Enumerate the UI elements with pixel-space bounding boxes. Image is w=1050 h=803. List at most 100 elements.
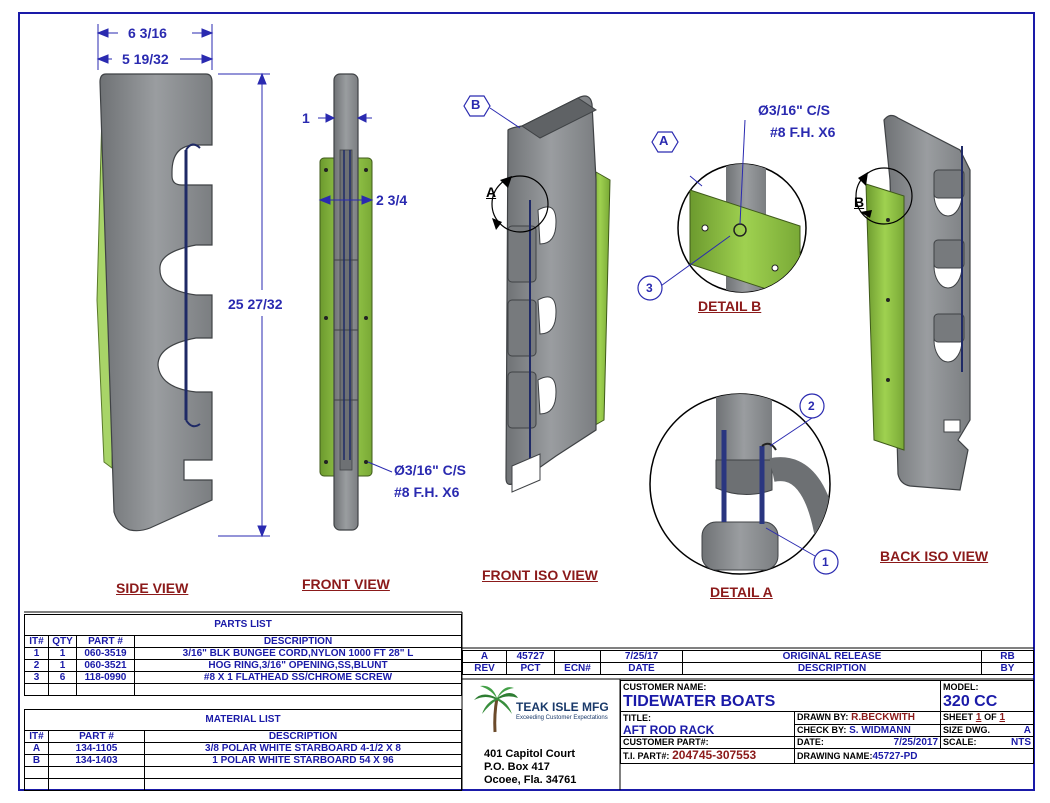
- material-cell: 134-1105: [48, 742, 145, 755]
- check-by-value: S. WIDMANN: [849, 724, 911, 736]
- date-label: DATE:: [797, 737, 824, 748]
- detail-a-label: DETAIL A: [710, 584, 773, 600]
- company-address-3: Ocoee, Fla. 34761: [484, 774, 577, 786]
- back-iso-view-label: BACK ISO VIEW: [880, 548, 989, 564]
- title-value: AFT ROD RACK: [623, 723, 715, 737]
- rev-header: ECN#: [554, 662, 601, 675]
- drawn-by-cell: DRAWN BY: R.BECKWITH: [793, 711, 942, 725]
- scale-cell: SCALE: NTS: [940, 736, 1034, 749]
- parts-cell: 3/16" BLK BUNGEE CORD,NYLON 1000 FT 28" …: [134, 647, 462, 660]
- callout-a-section-front: A: [486, 184, 497, 200]
- table-row-empty: [24, 683, 462, 696]
- parts-cell: 1: [48, 659, 77, 672]
- front-view-part: [319, 73, 373, 531]
- material-cell: A: [24, 742, 49, 755]
- dim-width-lower: 5 19/32: [122, 51, 169, 67]
- table-row-empty: [24, 766, 462, 779]
- date-cell: DATE: 7/25/2017: [793, 736, 942, 749]
- model-label: MODEL:: [943, 682, 979, 692]
- side-view-label: SIDE VIEW: [116, 580, 189, 596]
- material-cell: B: [24, 754, 49, 767]
- title-label: TITLE:: [623, 713, 651, 723]
- parts-cell: 2: [24, 659, 49, 672]
- check-by-label: CHECK BY:: [797, 724, 847, 735]
- table-row: A 134-1105 3/8 POLAR WHITE STARBOARD 4-1…: [24, 742, 462, 755]
- rev-cell: ORIGINAL RELEASE: [682, 650, 982, 663]
- callout-3-balloon: [637, 275, 663, 301]
- front-view-label: FRONT VIEW: [302, 576, 390, 592]
- company-tagline: Exceeding Customer Expectations: [516, 715, 608, 721]
- drawing-name-value: 45727-PD: [872, 750, 918, 762]
- material-header-part: PART #: [48, 730, 145, 743]
- callout-3-label: 3: [646, 281, 653, 295]
- material-cell: 3/8 POLAR WHITE STARBOARD 4-1/2 X 8: [144, 742, 462, 755]
- sheet-total: 1: [999, 712, 1006, 724]
- drawing-name-cell: DRAWING NAME:45727-PD: [794, 748, 1034, 764]
- customer-part-label: CUSTOMER PART#:: [623, 737, 709, 748]
- parts-header-part: PART #: [76, 635, 135, 648]
- callout-b-front: B: [471, 97, 481, 112]
- front-iso-part: [491, 95, 611, 493]
- company-name: TEAK ISLE MFG: [516, 700, 609, 714]
- table-row: B 134-1403 1 POLAR WHITE STARBOARD 54 X …: [24, 754, 462, 767]
- dim-depth: 2 3/4: [376, 192, 408, 208]
- table-row-empty: [24, 778, 462, 791]
- table-row: 2 1 060-3521 HOG RING,3/16" OPENING,SS,B…: [24, 659, 462, 672]
- ti-part-value: 204745-307553: [672, 748, 757, 762]
- dim-width-top: 6 3/16: [128, 25, 167, 41]
- customer-part-cell: CUSTOMER PART#:: [620, 736, 795, 749]
- side-view-part: [96, 73, 213, 532]
- size-label: SIZE DWG.: [943, 724, 991, 735]
- date-value: 7/25/2017: [893, 737, 939, 748]
- check-by-cell: CHECK BY: S. WIDMANN: [793, 723, 942, 737]
- callout-a-hexagon-detail: [651, 131, 679, 153]
- scale-label: SCALE:: [943, 737, 977, 748]
- material-list-table: MATERIAL LIST IT# PART # DESCRIPTION A 1…: [24, 709, 462, 791]
- rev-cell: A: [462, 650, 507, 663]
- revision-table: A 45727 7/25/17 ORIGINAL RELEASE RB REV …: [462, 650, 1034, 675]
- dim-hole-front: Ø3/16" C/S: [394, 462, 467, 478]
- callout-1-label: 1: [822, 555, 829, 569]
- model-cell: MODEL: 320 CC: [940, 680, 1034, 712]
- material-header-it: IT#: [24, 730, 49, 743]
- rev-cell: 7/25/17: [600, 650, 683, 663]
- rev-header: REV: [462, 662, 507, 675]
- company-block: TEAK ISLE MFG Exceeding Customer Expecta…: [464, 682, 618, 788]
- company-address-1: 401 Capitol Court: [484, 748, 576, 760]
- detail-b-graphic: [657, 119, 807, 293]
- ti-part-cell: T.I. PART#: 204745-307553: [620, 748, 795, 764]
- rev-cell: [554, 650, 601, 663]
- material-cell: 134-1403: [48, 754, 145, 767]
- title-block-table: CUSTOMER NAME: TIDEWATER BOATS MODEL: 32…: [619, 680, 1034, 764]
- sheet-cell: SHEET 1 OF 1: [940, 711, 1034, 725]
- parts-cell: 060-3521: [76, 659, 135, 672]
- front-iso-view-label: FRONT ISO VIEW: [482, 567, 598, 583]
- parts-cell: 1: [24, 647, 49, 660]
- parts-header-description: DESCRIPTION: [134, 635, 462, 648]
- parts-cell: 1: [48, 647, 77, 660]
- sheet-border: [18, 12, 1035, 791]
- parts-header-qty: QTY: [48, 635, 77, 648]
- dim-hole-front-2: #8 F.H. X6: [394, 484, 460, 500]
- callout-a-detail: A: [659, 133, 669, 148]
- dim-hole-detail-2: #8 F.H. X6: [770, 124, 836, 140]
- rev-cell: 45727: [506, 650, 555, 663]
- rev-header: PCT: [506, 662, 555, 675]
- model-value: 320 CC: [943, 693, 998, 710]
- scale-value: NTS: [1011, 737, 1031, 748]
- sheet-of-label: OF: [984, 712, 997, 723]
- size-cell: SIZE DWG. A: [940, 723, 1034, 737]
- parts-cell: 060-3519: [76, 647, 135, 660]
- table-row: A 45727 7/25/17 ORIGINAL RELEASE RB: [462, 650, 1034, 663]
- drawing-name-label: DRAWING NAME:: [797, 750, 873, 761]
- dim-height: 25 27/32: [228, 296, 283, 312]
- sheet-number: 1: [975, 712, 982, 724]
- parts-cell: #8 X 1 FLATHEAD SS/CHROME SCREW: [134, 671, 462, 684]
- rev-header: DATE: [600, 662, 683, 675]
- callout-2-label: 2: [808, 399, 815, 413]
- company-address-2: P.O. Box 417: [484, 761, 550, 773]
- callout-b-section-back: B: [854, 194, 865, 210]
- parts-cell: 6: [48, 671, 77, 684]
